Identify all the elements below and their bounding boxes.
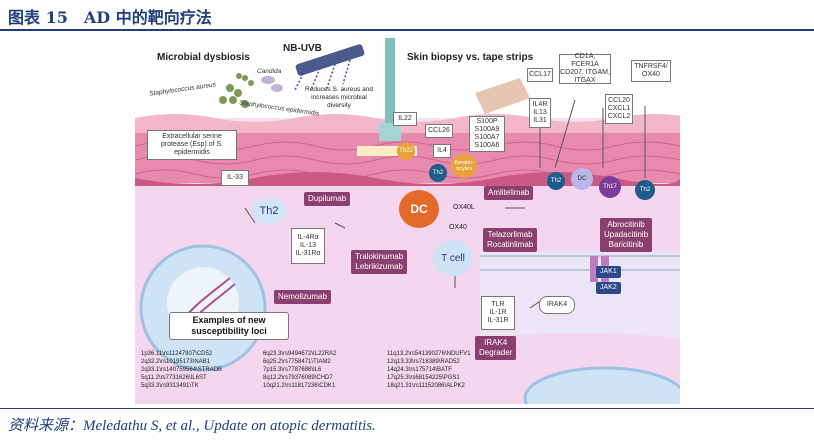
drug-line: Abrocitinib bbox=[607, 220, 645, 229]
protease-box: Extracellular serine protease (Esp) of S… bbox=[147, 130, 237, 160]
locus-item: 5q33.3\rs9313491\TK bbox=[141, 383, 199, 389]
telazorlimab-drug: Telazorlimab Rocatinlimab bbox=[483, 228, 538, 252]
drug-line: Telazorlimab bbox=[487, 230, 533, 239]
dc-marker-item: CD1A, FCER1A bbox=[571, 53, 599, 68]
locus-item: 2q32.2\rs10195173\NAB1 bbox=[141, 359, 211, 365]
ccl20-item: CCL20 bbox=[608, 97, 630, 104]
source-note: 资料来源：Meledathu S, et al., Update on atop… bbox=[8, 418, 376, 434]
s100-item: S100P bbox=[476, 118, 498, 125]
locus-item: 17q25.3\rs68154225\PGS1 bbox=[387, 375, 460, 381]
il33-box: IL-33 bbox=[221, 170, 249, 186]
receptors-box: IL-4Rα IL-13 IL-31Rα bbox=[291, 228, 325, 264]
jak2-label: JAK2 bbox=[596, 282, 621, 294]
keratinocytes-cell: Keratin-ocytes bbox=[451, 154, 477, 178]
il4r-box: IL4R IL13 IL31 bbox=[529, 98, 551, 128]
skin-biopsy-label: Skin biopsy vs. tape strips bbox=[407, 52, 534, 63]
th2-cell-small: Th2 bbox=[429, 164, 447, 182]
locus-item: 2q33.1\rs140759564\STRADB bbox=[141, 367, 223, 373]
tnfrsf4-box: TNFRSF4/ OX40 bbox=[631, 60, 671, 82]
ccl20-item: CXCL1 bbox=[607, 105, 631, 112]
il4r-item: IL13 bbox=[533, 109, 547, 116]
dc-markers-box: CD1A, FCER1A CD207, ITGAM, ITGAX bbox=[559, 53, 611, 84]
tlr-item: IL-31R bbox=[487, 317, 509, 324]
loci-column: 11q13.2\rs541390276\NDUFV1 12q13.33\rs71… bbox=[387, 350, 471, 390]
loci-title-line: Examples of new bbox=[192, 315, 266, 325]
drug-line: Baricitinib bbox=[608, 240, 644, 249]
drug-line: Upadacitinib bbox=[604, 230, 649, 239]
header-rule bbox=[0, 29, 814, 31]
footer-rule bbox=[0, 408, 814, 409]
th17-cell: Th17 bbox=[599, 176, 621, 198]
irak4-box: IRAK4 bbox=[539, 296, 575, 314]
tnfrsf4-item: OX40 bbox=[642, 71, 660, 78]
locus-item: 8q12.2\rs79376089\CHD7 bbox=[263, 375, 333, 381]
locus-item: 14q24.3\rs175714\BATF bbox=[387, 367, 452, 373]
jak1-label: JAK1 bbox=[596, 266, 621, 278]
receptor-item: IL-13 bbox=[300, 242, 316, 249]
th2-cell-b: Th2 bbox=[635, 180, 655, 200]
locus-item: 18q21.31\rs11152086\ALPK2 bbox=[387, 383, 465, 389]
s100-item: S100A6 bbox=[474, 142, 500, 149]
ccl20-item: CXCL2 bbox=[607, 113, 631, 120]
locus-item: 1p36.11\rs11247907\CD52 bbox=[141, 351, 213, 357]
locus-item: 7p15.3\rs7787686\IL6 bbox=[263, 367, 322, 373]
ccl20-box: CCL20 CXCL1 CXCL2 bbox=[605, 94, 633, 124]
locus-item: 6q25.2\rs7758471\TIAM2 bbox=[263, 359, 331, 365]
ccl17-box: CCL17 bbox=[527, 68, 553, 82]
nb-uvb-label: NB-UVB bbox=[283, 43, 322, 54]
drug-line: Tralokinumab bbox=[355, 252, 404, 261]
dupilumab-drug: Dupilumab bbox=[304, 192, 351, 206]
tnfrsf4-item: TNFRSF4/ bbox=[634, 63, 668, 70]
drug-line: IRAK4 bbox=[484, 338, 508, 347]
loci-column: 6q23.3\rs9494672\IL22RA2 6q25.2\rs775847… bbox=[263, 350, 336, 390]
drug-line: Degrader bbox=[479, 348, 513, 357]
receptor-item: IL-4Rα bbox=[297, 234, 319, 241]
s100-item: S100A7 bbox=[474, 134, 500, 141]
uvb-effect-label: Reduces S. aureus and increases microbia… bbox=[305, 86, 373, 109]
locus-item: 10q21.2\rs11817236\CDK1 bbox=[263, 383, 336, 389]
diagram-panel: Microbial dysbiosis NB-UVB Skin biopsy v… bbox=[135, 38, 680, 404]
t-cell: T cell bbox=[433, 240, 473, 276]
il4r-item: IL31 bbox=[533, 117, 547, 124]
ox40-label: OX40 bbox=[449, 224, 467, 231]
loci-title-line: susceptibility loci bbox=[191, 326, 267, 336]
microbial-dysbiosis-label: Microbial dysbiosis bbox=[157, 52, 250, 63]
jak-inhibitors-drug: Abrocitinib Upadacitinib Baricitinib bbox=[600, 218, 653, 252]
ccl26-box: CCL26 bbox=[425, 124, 453, 138]
nemolizumab-drug: Nemolizumab bbox=[274, 290, 331, 304]
dc-cell-small: DC bbox=[571, 168, 593, 190]
locus-item: 11q13.2\rs541390276\NDUFV1 bbox=[387, 351, 471, 357]
s100-box: S100P S100A9 S100A7 S100A6 bbox=[469, 116, 505, 152]
candida-label: Candida bbox=[257, 68, 282, 75]
figure-header: 图表 15 AD 中的靶向疗法 bbox=[0, 0, 814, 31]
ox40l-label: OX40L bbox=[453, 204, 475, 211]
tlr-box: TLR IL-1R IL-31R bbox=[481, 296, 515, 330]
il4r-item: IL4R bbox=[532, 101, 548, 108]
s100-item: S100A9 bbox=[474, 126, 500, 133]
locus-item: 5q11.2\rs7731626\IL6ST bbox=[141, 375, 207, 381]
il22-box: IL22 bbox=[393, 112, 417, 126]
receptor-item: IL-31Rα bbox=[295, 250, 321, 257]
th2-cell-large: Th2 bbox=[251, 198, 287, 224]
dc-marker-item: CD207, ITGAM, bbox=[560, 69, 610, 76]
loci-title-box: Examples of new susceptibility loci bbox=[169, 312, 289, 340]
tlr-item: TLR bbox=[491, 301, 505, 308]
dc-cell-large: DC bbox=[399, 190, 439, 228]
amlitelimab-drug: Amlitelimab bbox=[484, 186, 534, 200]
dc-marker-item: ITGAX bbox=[574, 77, 596, 84]
tralokinumab-drug: Tralokinumab Lebrikizumab bbox=[351, 250, 408, 274]
th22-cell: Th22 bbox=[397, 142, 415, 160]
loci-column: 1p36.11\rs11247907\CD52 2q32.2\rs1019517… bbox=[141, 350, 222, 390]
locus-item: 12q13.33\rs718389\RAD52 bbox=[387, 359, 460, 365]
figure-title: 图表 15 AD 中的靶向疗法 bbox=[8, 8, 212, 27]
drug-line: Lebrikizumab bbox=[355, 262, 403, 271]
th2-cell-a: Th2 bbox=[547, 172, 565, 190]
locus-item: 6q23.3\rs9494672\IL22RA2 bbox=[263, 351, 337, 357]
il4-box: IL4 bbox=[433, 144, 451, 158]
drug-line: Rocatinlimab bbox=[487, 240, 534, 249]
tlr-item: IL-1R bbox=[489, 309, 507, 316]
irak4-degrader-drug: IRAK4 Degrader bbox=[475, 336, 517, 360]
